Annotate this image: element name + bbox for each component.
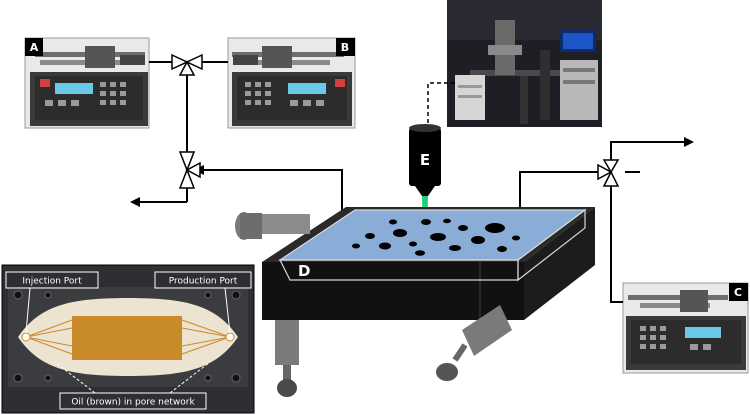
pump-c-label: C [734,286,742,299]
oil-pore-network [72,316,182,360]
pump-a-label: A [30,41,39,54]
syringe-pump-c: C [622,282,749,374]
laser-label: E [420,151,430,169]
valve-middle[interactable] [178,151,201,189]
valve-top[interactable] [171,53,203,76]
chip-label: D [298,262,310,280]
pump-b-label: B [341,41,349,54]
oil-droplets [352,218,520,256]
valve-right[interactable] [597,159,620,187]
micromodel-chip: D [278,208,587,282]
production-port-label: Production Port [169,277,238,287]
syringe-pump-a: A [24,37,150,129]
injection-port-label: Injection Port [22,277,82,287]
oil-caption: Oil (brown) in pore network [71,398,195,408]
syringe-pump-b: B [227,37,356,129]
microscope-photo [447,0,602,127]
laser-unit: E [409,82,455,236]
micromodel-inset-photo: Injection Port Production Port Oil (brow… [1,264,255,414]
